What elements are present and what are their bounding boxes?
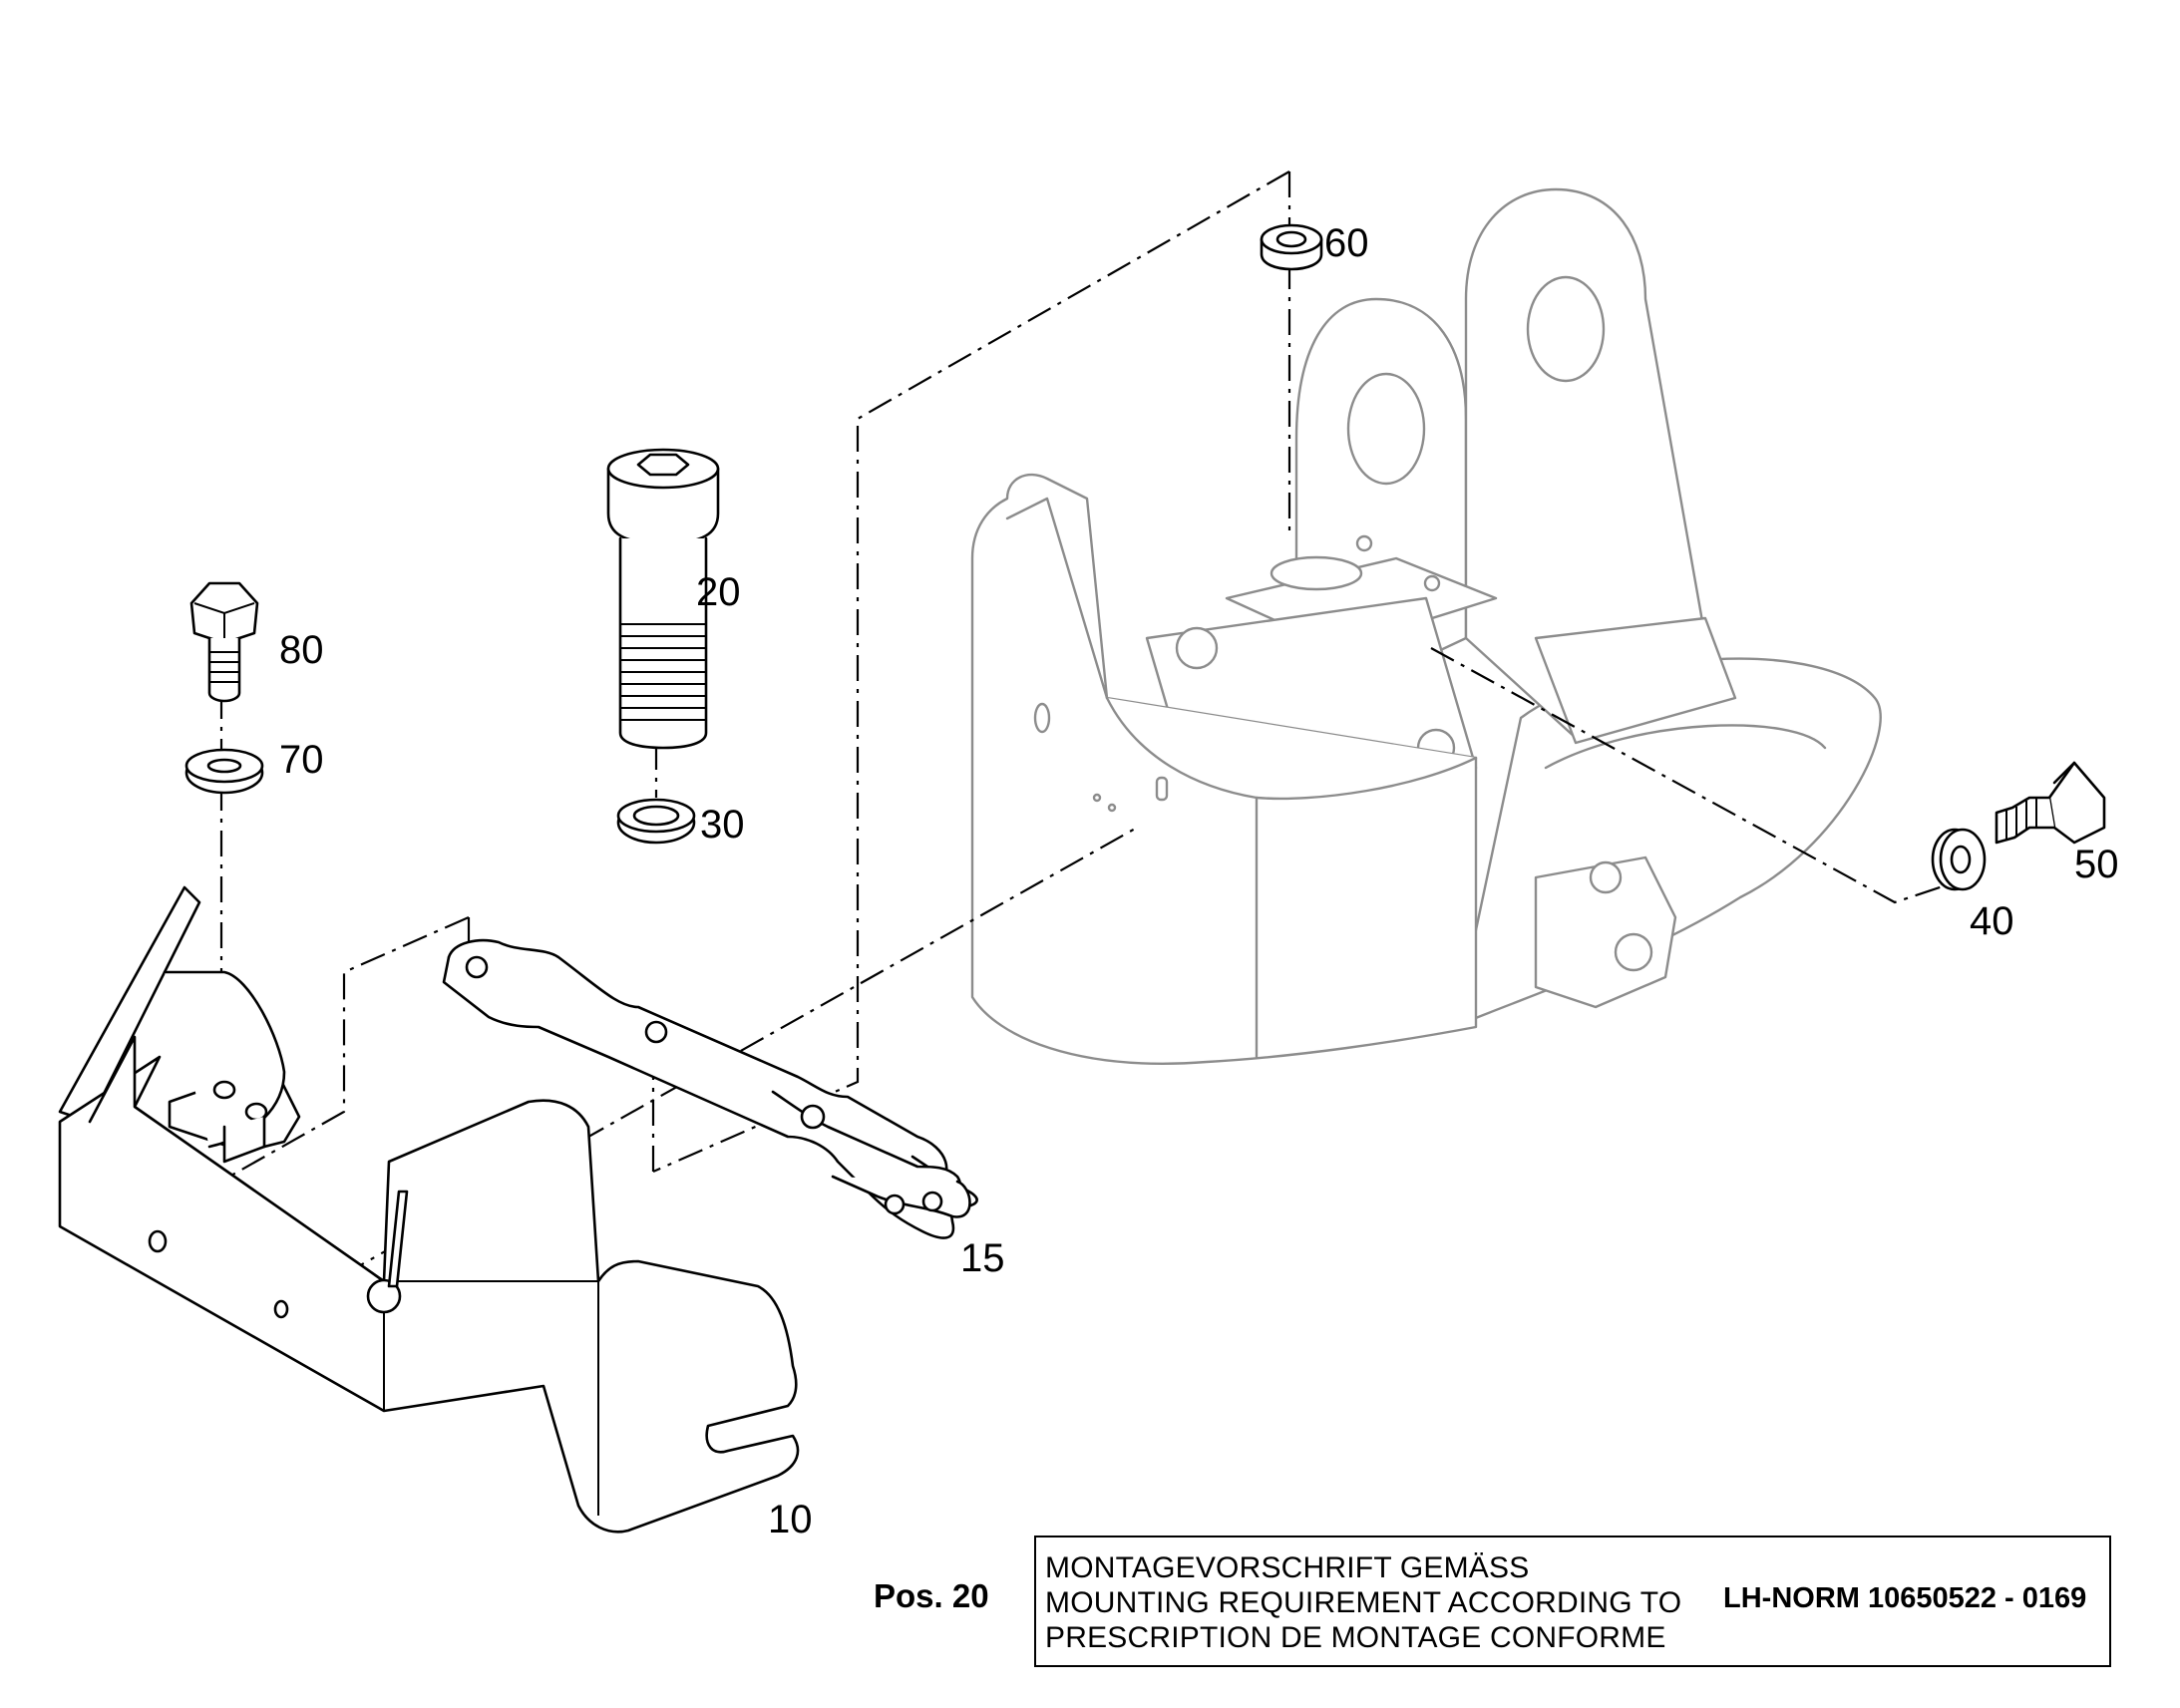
callout-60: 60: [1324, 221, 1369, 265]
callout-20: 20: [696, 570, 741, 614]
callout-15: 15: [960, 1236, 1005, 1280]
part-40-washer: [1931, 828, 1987, 891]
housing-mount: [970, 187, 1882, 1065]
note-line-de: MONTAGEVORSCHRIFT GEMÄSS: [1045, 1551, 1530, 1584]
callout-10: 10: [768, 1498, 813, 1541]
norm-reference: LH-NORM 10650522 - 0169: [1723, 1582, 2087, 1614]
part-30-washer: [616, 798, 696, 845]
callout-40: 40: [1970, 899, 2014, 943]
callout-80: 80: [279, 628, 324, 672]
mounting-note-text: MONTAGEVORSCHRIFT GEMÄSS MOUNTING REQUIR…: [1045, 1550, 1703, 1655]
callouts: 10 15 20 30 40 50 60 70 80: [279, 221, 2119, 1541]
part-10-bracket: [58, 885, 800, 1534]
part-70-washer: [184, 748, 264, 795]
note-line-fr: PRESCRIPTION DE MONTAGE CONFORME: [1045, 1621, 1666, 1654]
mounting-note-box: [1034, 1536, 2111, 1667]
part-15-strap: [442, 938, 978, 1239]
part-60-nut: [1260, 223, 1323, 271]
part-20-cap-screw: [606, 448, 720, 750]
callout-30: 30: [700, 803, 745, 847]
position-label: Pos. 20: [874, 1577, 989, 1614]
callout-50: 50: [2074, 843, 2119, 886]
part-50-hex-bolt: [1995, 761, 2106, 845]
note-line-en: MOUNTING REQUIREMENT ACCORDING TO: [1045, 1586, 1682, 1619]
part-80-hex-bolt: [189, 581, 259, 703]
callout-70: 70: [279, 738, 324, 782]
